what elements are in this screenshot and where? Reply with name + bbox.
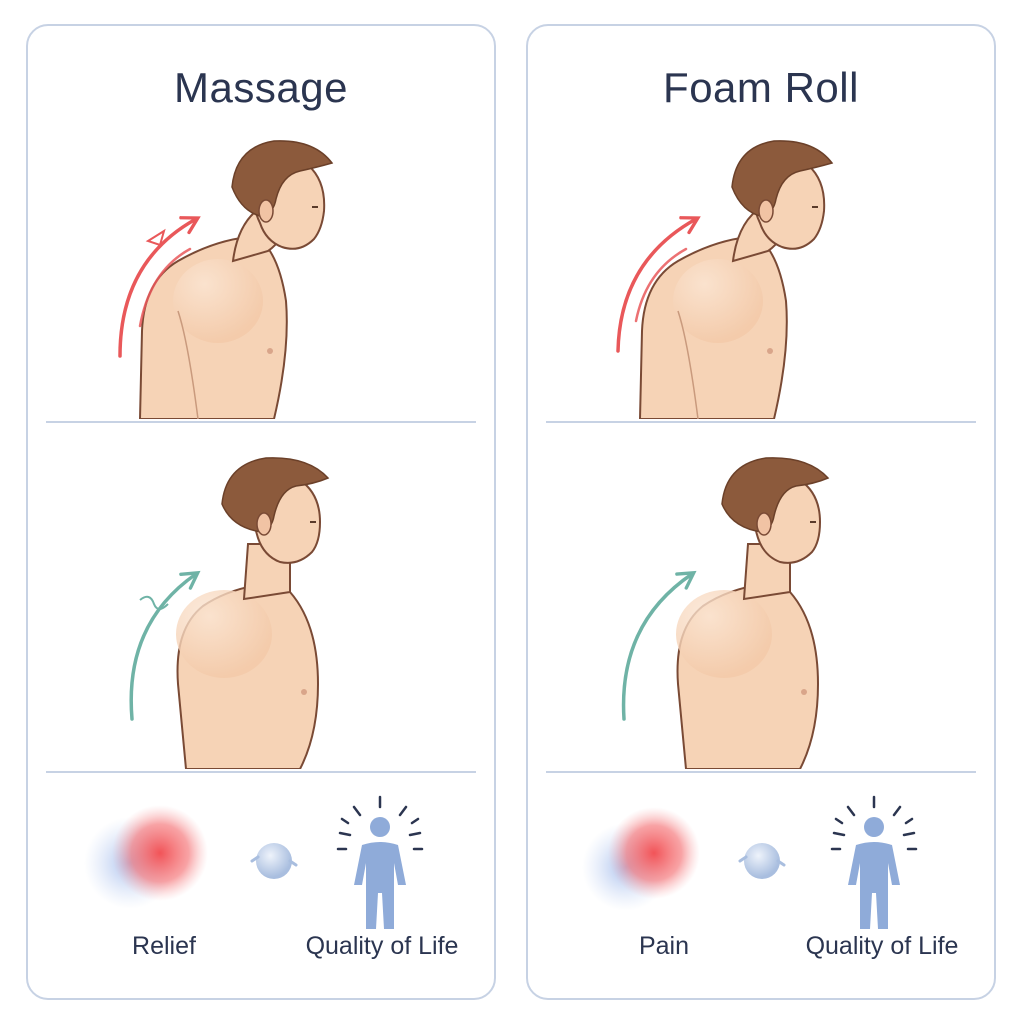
outcome-icons: [28, 781, 498, 931]
panel-title: Foam Roll: [663, 64, 859, 111]
massage-panel: Massage: [26, 24, 496, 1000]
forward-head-posture-figure: [28, 111, 498, 419]
forward-head-posture-figure: [528, 111, 998, 419]
outcome-label: Relief: [132, 932, 196, 960]
outcome-icons: [528, 781, 998, 931]
outcome-label: Quality of Life: [305, 932, 459, 960]
outcome-label: Pain: [638, 932, 690, 960]
divider: [46, 771, 476, 773]
foam-roll-panel: Foam Roll: [526, 24, 996, 1000]
outcome-label: Quality of Life: [805, 932, 959, 960]
pain-relief-blob-icon: [84, 805, 208, 909]
pain-relief-blob-icon: [582, 807, 700, 911]
divider: [546, 771, 976, 773]
connector-icon: [250, 843, 298, 879]
upright-posture-figure: [528, 424, 998, 769]
divider: [546, 421, 976, 423]
person-radiating-icon: [830, 795, 918, 929]
divider: [46, 421, 476, 423]
upright-posture-figure: [28, 424, 498, 769]
connector-icon: [738, 843, 786, 879]
person-radiating-icon: [336, 795, 424, 929]
panel-title: Massage: [174, 64, 348, 111]
